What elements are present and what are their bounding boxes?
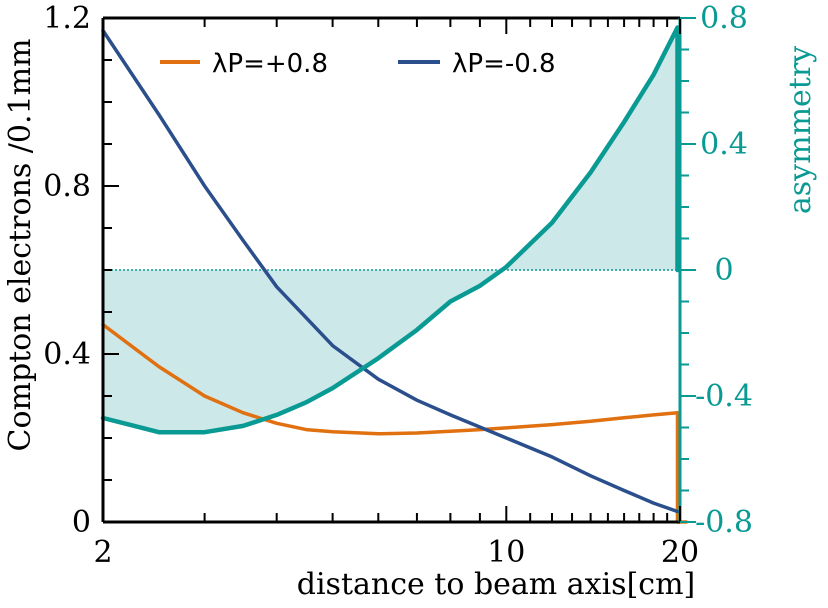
- y-tick-label-right: -0.4: [695, 379, 753, 414]
- legend-label-negative: λP=-0.8: [452, 49, 556, 79]
- axis-ticks: [102, 17, 696, 523]
- y-tick-label-right: 0.8: [700, 1, 748, 36]
- y-tick-label: 0.4: [43, 337, 91, 372]
- y-axis-title: Compton electrons /0.1mm: [3, 39, 38, 452]
- x-axis-title: distance to beam axis[cm]: [297, 567, 695, 602]
- series-line-negative: [101, 28, 680, 514]
- series-line-positive: [101, 322, 688, 524]
- y-axis-right-title: asymmetry: [783, 46, 818, 214]
- x-tick-label: 10: [487, 535, 525, 570]
- y-tick-label-right: -0.8: [695, 505, 753, 540]
- y-tick-label: 0: [72, 505, 91, 540]
- y-tick-label-right: 0: [714, 253, 733, 288]
- tick-labels: 2 10 20 0 0.4 0.8 1.2 -0.8 -0.4 0 0.4 0.8: [43, 1, 753, 570]
- legend-label-positive: λP=+0.8: [212, 49, 328, 79]
- y-tick-label-right: 0.4: [700, 127, 748, 162]
- y-tick-label: 1.2: [43, 1, 91, 36]
- x-tick-label: 2: [93, 535, 112, 570]
- y-tick-label: 0.8: [43, 169, 91, 204]
- series-lines: [100, 25, 688, 524]
- legend: λP=+0.8 λP=-0.8: [160, 49, 556, 79]
- series-line-asymmetry: [100, 25, 680, 435]
- asymmetry-fill: [103, 27, 678, 433]
- x-tick-label: 20: [661, 535, 699, 570]
- asymmetry-fill-area: [103, 27, 678, 433]
